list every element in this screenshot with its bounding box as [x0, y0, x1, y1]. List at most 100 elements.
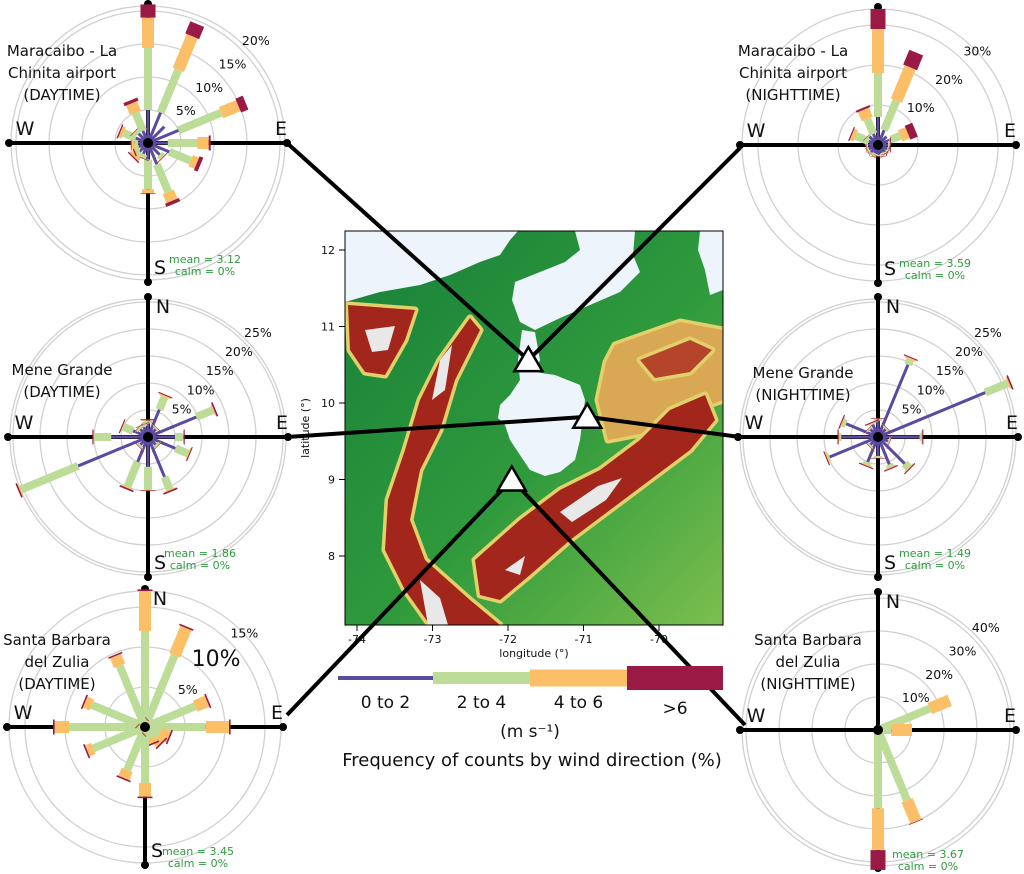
x-tick-label: -70 — [650, 633, 668, 646]
bar-SSE-class-1 — [146, 436, 166, 478]
ring-label: 20% — [955, 344, 983, 359]
snow-peaks — [365, 326, 622, 625]
direction-label-W: W — [15, 412, 34, 434]
axis-end-dot — [144, 278, 152, 286]
y-tick-label: 10 — [321, 397, 335, 410]
bar-WSW-class-1 — [77, 435, 149, 468]
legend-units: (m s⁻¹) — [500, 722, 560, 742]
bar-NNW-class-4 — [108, 651, 123, 659]
ring-label: 10% — [917, 382, 945, 397]
ring-label: 5% — [902, 401, 922, 416]
bar-SW-class-2 — [133, 148, 143, 158]
station-links — [285, 141, 747, 727]
bar-ESE-class-3 — [188, 155, 200, 169]
direction-label-N: N — [156, 296, 170, 318]
bar-NNE-class-4 — [179, 623, 194, 631]
axis-end-dot — [874, 293, 882, 301]
bar-NNW-class-4 — [123, 97, 139, 107]
bar-WSW-class-1 — [829, 435, 879, 459]
bar-NNW-class-4 — [855, 105, 871, 113]
y-axis-label: latitude (°) — [299, 398, 312, 458]
bar-SSW-class-4 — [119, 485, 134, 493]
axis-end-dot — [874, 573, 882, 581]
bar-NW-class-2 — [133, 128, 142, 137]
bar-SSE-class-2 — [874, 729, 911, 802]
bar-NNW-class-3 — [857, 107, 873, 122]
bar-NNE-class-4 — [185, 21, 205, 40]
bar-SE-class-4 — [155, 737, 168, 750]
legend-swatch-2 — [433, 672, 530, 684]
bar-ENE-class-2 — [194, 406, 215, 421]
rose-title: Maracaibo - La — [7, 42, 117, 60]
bar-WNW-class-3 — [82, 696, 95, 711]
bar-WNW-class-2 — [122, 129, 138, 142]
bar-SE-class-3 — [904, 463, 914, 473]
western-cordillera — [381, 314, 504, 625]
axis-end-dot — [5, 139, 13, 147]
axis-end-dot — [3, 723, 11, 731]
ring-label: 20% — [925, 667, 953, 682]
bar-ENE-class-3 — [218, 100, 241, 119]
bar-ENE-class-4 — [204, 693, 212, 709]
axis-end-dot — [1012, 141, 1020, 149]
bar-SW-class-2 — [867, 149, 874, 156]
water-bodies — [345, 231, 723, 476]
legend-swatch-4 — [627, 666, 723, 690]
ring-label: 15% — [219, 57, 247, 72]
y-tick-label: 11 — [321, 321, 335, 334]
bar-SSE-class-2 — [153, 162, 172, 194]
bar-ENE-class-1 — [147, 128, 180, 145]
caribbean-sea — [345, 231, 518, 302]
y-tick-label: 12 — [321, 244, 335, 257]
bar-SSW-class-2 — [862, 460, 872, 466]
axis-end-dot — [736, 726, 744, 734]
direction-label-S: S — [154, 552, 166, 574]
mean-speed: mean = 1.86 — [164, 547, 236, 560]
ring-label: 20% — [242, 33, 270, 48]
bar-SSW-class-2 — [123, 729, 148, 772]
bar-NNE-class-2 — [155, 395, 169, 412]
rose-title: Chinita airport — [739, 64, 847, 82]
gulf-of-venezuela — [512, 231, 640, 330]
bar-ENE-class-4 — [1006, 375, 1014, 390]
rose-title: del Zulia — [25, 653, 90, 671]
bar-ENE-class-2 — [877, 704, 932, 734]
bar-WNW-class-2 — [121, 422, 135, 435]
direction-label-S: S — [154, 257, 166, 279]
rose-center — [140, 722, 150, 732]
bar-ENE-class-2 — [983, 379, 1010, 397]
rose-title: Chinita airport — [8, 64, 116, 82]
ring-label: 40% — [972, 620, 1000, 635]
ring-label: 25% — [244, 325, 272, 340]
bar-ENE-class-4 — [235, 95, 249, 113]
bar-NNE-class-2 — [880, 99, 901, 132]
bar-SE-class-2 — [901, 460, 912, 471]
direction-label-N: N — [886, 296, 900, 318]
mean-speed: mean = 1.49 — [899, 547, 971, 560]
bar-ENE-class-4 — [210, 402, 219, 417]
rose-title: (DAYTIME) — [23, 86, 100, 104]
bar-ENE-class-1 — [147, 415, 197, 439]
ring-label: 10% — [902, 690, 930, 705]
axis-end-dot — [4, 433, 12, 441]
ring-label: 5% — [176, 103, 196, 118]
bar-WNW-class-2 — [90, 701, 143, 730]
bar-WSW-class-3 — [85, 742, 96, 757]
axis-end-dot — [279, 723, 287, 731]
direction-label-N: N — [886, 591, 900, 613]
bar-ENE-class-2 — [889, 132, 902, 144]
rose-center — [143, 138, 153, 148]
x-axis-label: longitude (°) — [499, 647, 568, 660]
bar-WSW-class-2 — [91, 724, 143, 753]
rose-title: Santa Barbara — [754, 631, 862, 649]
bar-WNW-class-2 — [841, 418, 848, 428]
calm-percent: calm = 0% — [905, 269, 965, 282]
direction-label-S: S — [151, 840, 163, 862]
bar-ENE-class-2 — [147, 702, 197, 730]
bar-SSW-class-4 — [116, 775, 131, 783]
ring-label: 5% — [172, 401, 192, 416]
